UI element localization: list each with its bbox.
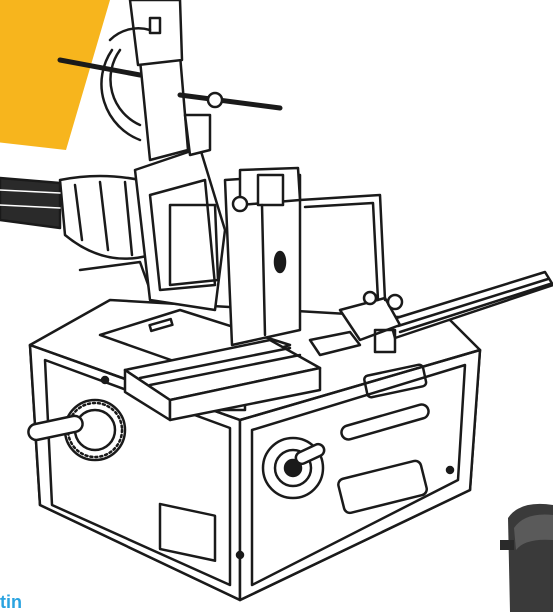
saw-arm (57, 0, 283, 312)
stop-rail (78, 193, 553, 357)
dark-device-photo (500, 503, 553, 612)
feed-handwheel-right (261, 436, 326, 500)
work-table (98, 308, 322, 422)
caption-text: tin (0, 592, 22, 612)
feed-handwheel-left (27, 398, 127, 462)
vise-column (223, 166, 302, 347)
motor (0, 174, 152, 260)
